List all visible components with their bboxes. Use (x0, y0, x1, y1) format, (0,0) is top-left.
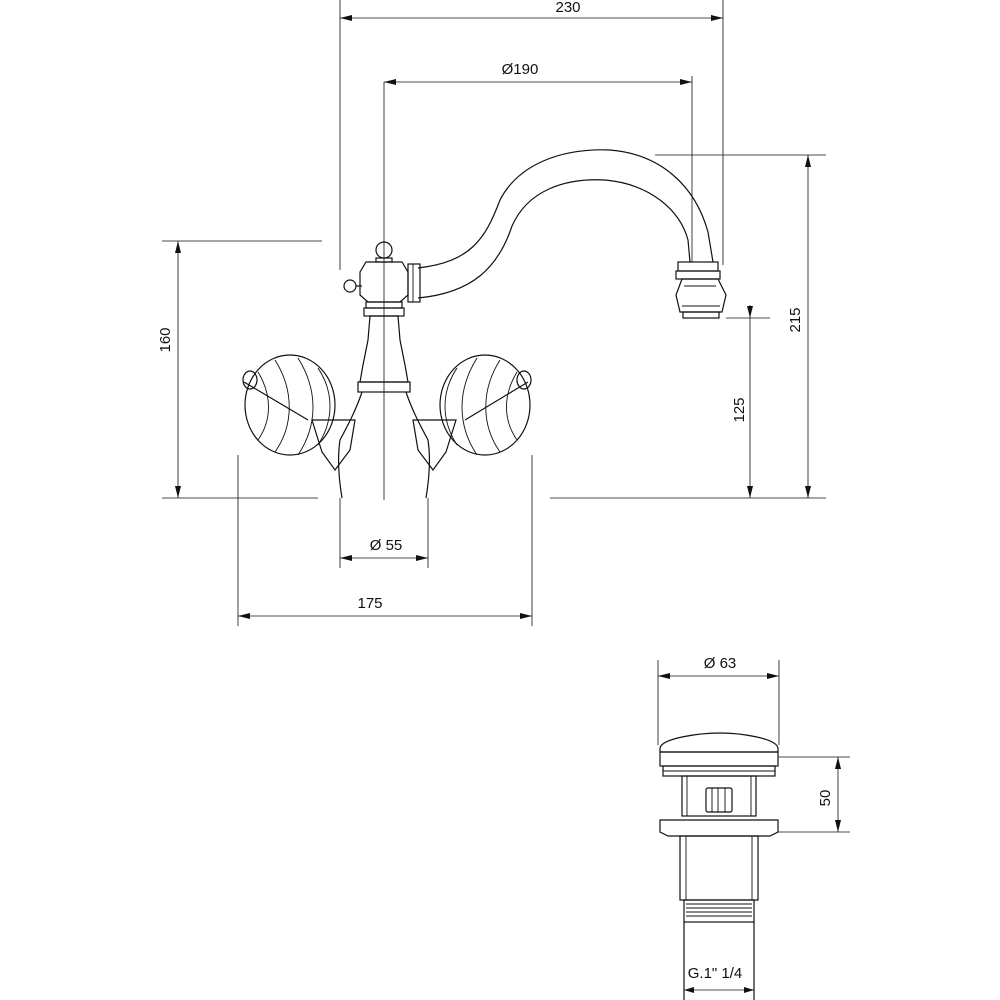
side-knob (343, 279, 357, 293)
spout-collar (407, 263, 421, 303)
dim-175-label: 175 (357, 595, 382, 612)
spout-ring-1 (677, 261, 719, 272)
aerator (675, 278, 727, 313)
faucet-drawing (242, 82, 727, 500)
left-handle-arm (311, 419, 356, 472)
dim-63-label: Ø 63 (704, 655, 737, 672)
right-handle-head (439, 354, 531, 456)
dim-160-label: 160 (157, 327, 174, 352)
spout-outer (417, 149, 714, 269)
drain-drawing (659, 732, 779, 1000)
spout-inner (417, 179, 691, 299)
drain-thread (683, 899, 755, 923)
drain-flange (659, 819, 779, 837)
dim-230-label: 230 (555, 0, 580, 16)
dim-190-label: Ø190 (502, 61, 539, 78)
dim-50-label: 50 (817, 790, 834, 807)
drain-cap (659, 732, 779, 753)
drain-slot (705, 787, 733, 813)
right-handle-lever (464, 381, 529, 421)
left-handle-lever (243, 381, 309, 421)
spout-ring-2 (675, 270, 721, 280)
right-handle-arm (412, 419, 457, 472)
drain-tube (679, 835, 759, 901)
faucet-body (337, 391, 431, 499)
drain-dimensions: Ø 63 50 G.1" 1/4 (657, 655, 850, 993)
dim-55-label: Ø 55 (370, 537, 403, 554)
thread-label: G.1" 1/4 (688, 965, 743, 982)
left-handle-head (244, 354, 336, 456)
dim-215-label: 215 (787, 307, 804, 332)
dim-125-label: 125 (731, 397, 748, 422)
faucet-dimensions: 230 Ø190 215 125 160 Ø 55 (157, 0, 826, 626)
drain-body (681, 775, 757, 817)
